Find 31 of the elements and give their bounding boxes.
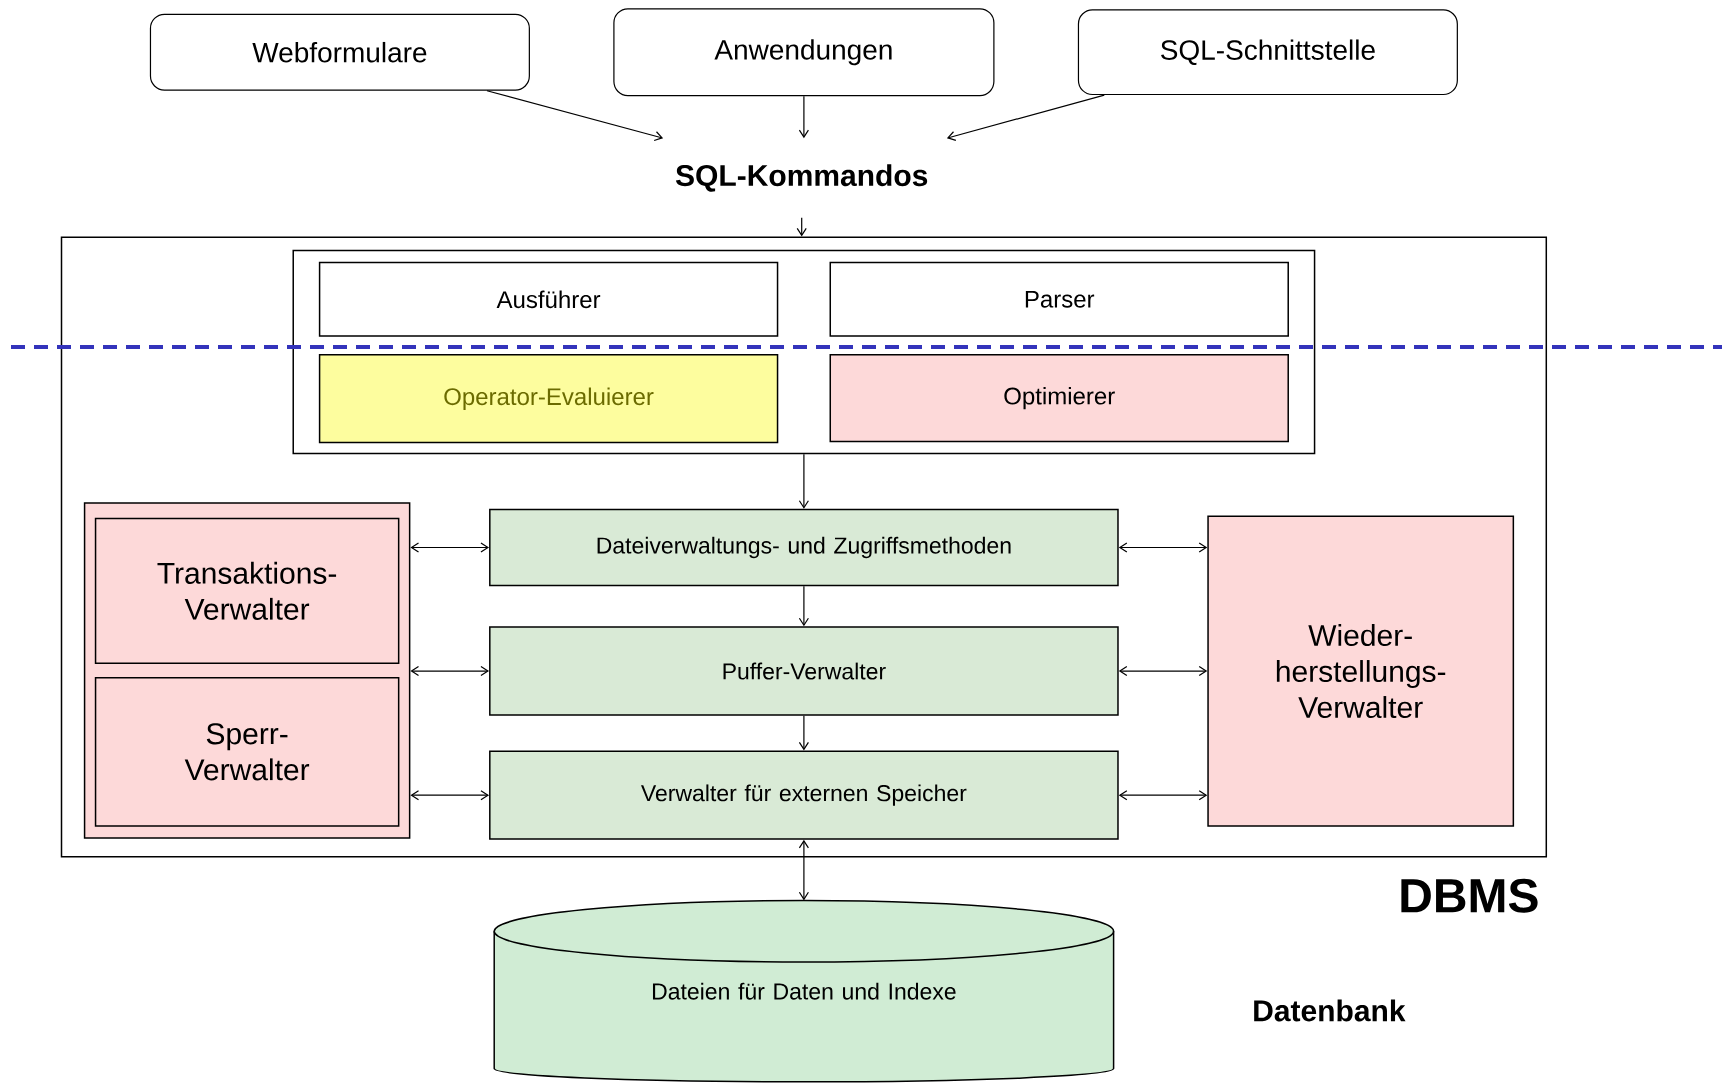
node-label: DBMS [1401,878,1538,913]
arrow [946,94,1105,141]
arrow [796,217,807,237]
component-box: Ausführer [318,261,779,337]
database-cylinder: Dateien für Daten und Indexe [493,899,1115,1083]
arrow [410,790,490,801]
component-box: Optimierer [829,354,1289,443]
layer-box: Dateiverwaltungs- und Zugriffsmethoden [489,508,1119,587]
source-box: Webformulare [149,13,530,91]
arrow [798,453,809,509]
arrow [1118,790,1208,801]
source-box: SQL-Schnittstelle [1077,9,1458,96]
source-box: Anwendungen [613,8,995,97]
arrow [1118,542,1208,553]
component-box: Wieder- herstellungs- Verwalter [1207,515,1515,827]
arrow [1118,665,1208,677]
layer-box: Puffer-Verwalter [489,626,1119,716]
component-box: Sperr- Verwalter [94,676,400,827]
component-box: Operator-Evaluierer [318,354,779,444]
arrow [410,665,490,677]
layer-box: Verwalter für externen Speicher [489,750,1119,840]
arrow [798,715,809,751]
side-label: Datenbank [1254,999,1406,1022]
component-box: Transaktions- Verwalter [94,517,400,665]
arrow [410,542,490,553]
arrow [798,95,809,139]
command-label: SQL-Kommandos [675,164,928,192]
component-box: Parser [829,261,1289,337]
arrow [486,90,664,142]
arrow [798,839,809,901]
arrow [798,585,809,627]
